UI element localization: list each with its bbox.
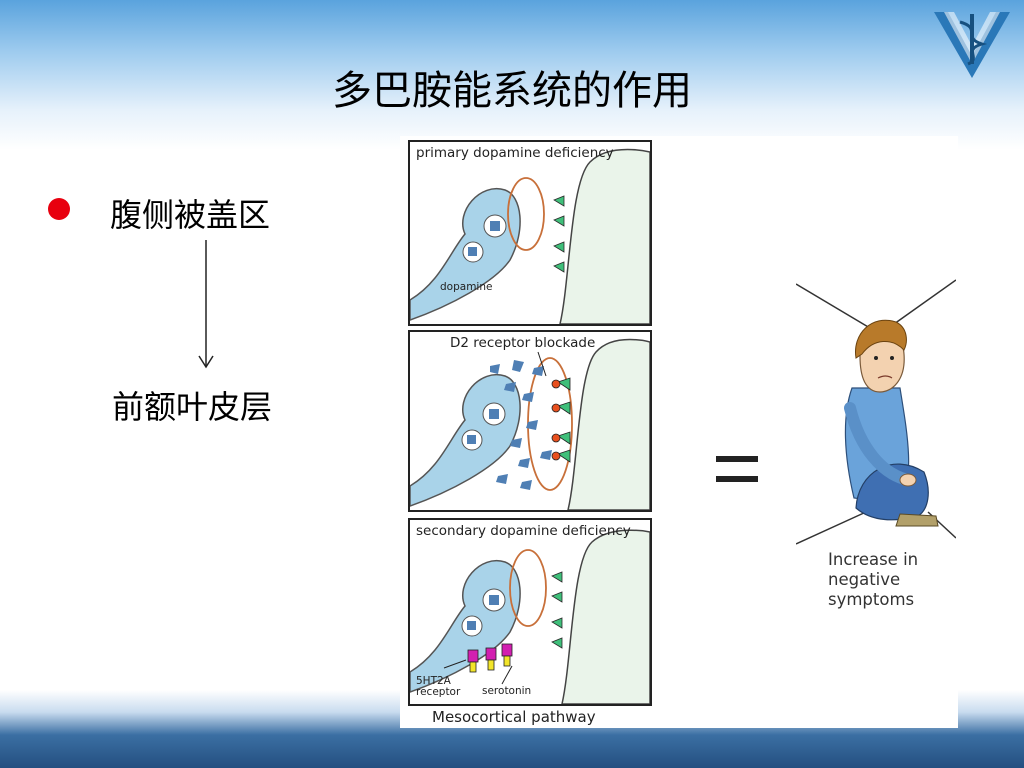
caduceus-logo-icon [934,12,1010,78]
symptoms-caption: Increase in negative symptoms [828,550,918,610]
caption-line: negative [828,570,901,589]
bullet-item-vta: 腹侧被盖区 [110,196,271,234]
panel-d2-blockade: D2 receptor blockade [408,330,652,512]
caption-line: symptoms [828,590,915,609]
synapse-diagram-2 [410,338,650,510]
bullet-point-icon [48,198,70,220]
5ht2a-label: 5HT2A [416,675,451,687]
panel-title: D2 receptor blockade [450,335,596,351]
slide-title: 多巴胺能系统的作用 [332,68,692,114]
serotonin-label: serotonin [482,685,532,697]
synapse-diagram-3 [410,529,650,704]
pathway-label: Mesocortical pathway [432,708,596,726]
panel-title: primary dopamine deficiency [416,145,614,161]
panel-secondary-deficiency: secondary dopamine deficiency 5HT2A rece… [408,518,652,706]
caption-line: Increase in [828,550,919,569]
sub-item-prefrontal-cortex: 前额叶皮层 [112,388,273,426]
withdrawn-person-illustration [796,279,956,545]
equals-sign-icon [716,452,758,486]
panel-primary-deficiency: primary dopamine deficiency dopamine [408,140,652,326]
dopamine-label: dopamine [440,281,493,293]
arrow-down-icon [198,240,214,369]
panel-title: secondary dopamine deficiency [416,523,631,539]
synapse-diagram-1 [410,148,650,324]
receptor-label: receptor [416,686,461,698]
mesocortical-figure: primary dopamine deficiency dopamine [400,136,958,728]
